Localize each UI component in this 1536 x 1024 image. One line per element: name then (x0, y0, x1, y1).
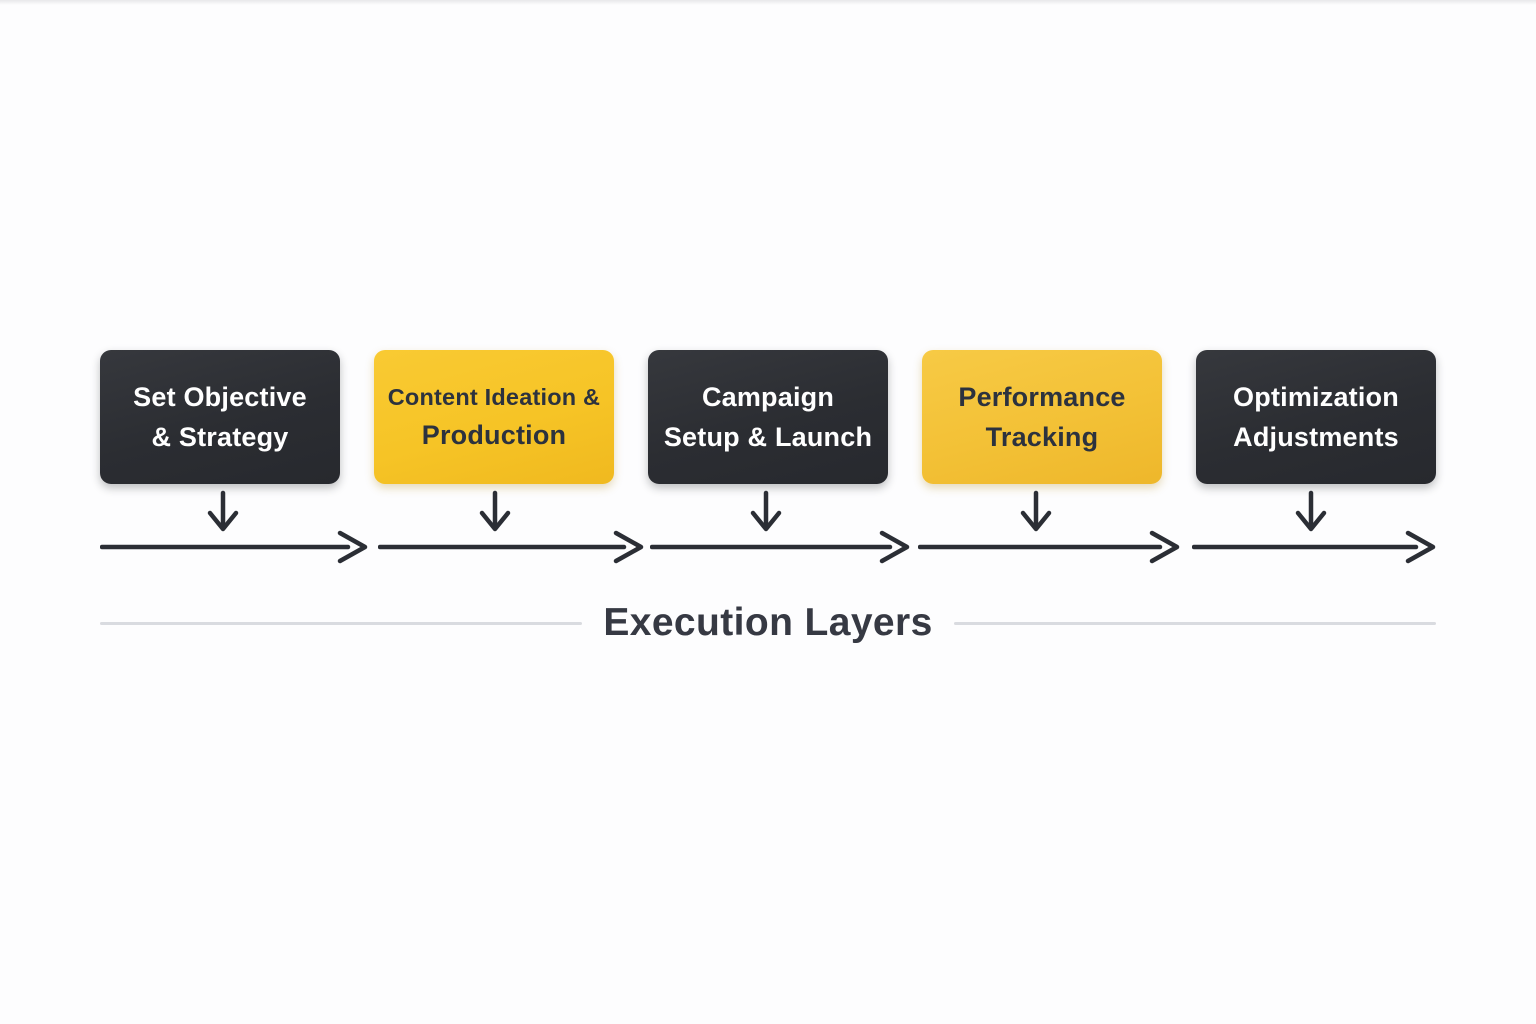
top-edge-artifact (0, 0, 1536, 5)
flow-step-performance-tracking: Performance Tracking (922, 350, 1162, 484)
down-arrow-icon (479, 490, 511, 532)
flow-step-set-objective-strategy: Set Objective & Strategy (100, 350, 340, 484)
flow-step-campaign-setup-launch: Campaign Setup & Launch (648, 350, 888, 484)
forward-arrow-icon (650, 530, 910, 564)
down-arrow-icon (207, 490, 239, 532)
forward-arrow-icon (918, 530, 1180, 564)
flow-step-content-ideation-production: Content Ideation & Production (374, 350, 614, 484)
step-label-line: Campaign (701, 381, 835, 412)
step-label-line: Content Ideation & (387, 383, 601, 410)
flow-steps-row: Set Objective & Strategy Content Ideatio… (100, 350, 1436, 484)
section-title-row: Execution Layers (100, 598, 1436, 648)
title-right-divider (953, 621, 1436, 625)
step-label-line: Adjustments (1233, 422, 1399, 452)
flow-step-optimization-adjustments: Optimization Adjustments (1196, 350, 1436, 484)
down-arrow-icon (1295, 490, 1327, 532)
down-arrow-icon (1020, 490, 1052, 532)
section-title: Execution Layers (603, 601, 933, 644)
title-left-divider (100, 621, 583, 625)
step-label-line: & Strategy (151, 422, 289, 452)
step-label-line: Production (421, 419, 567, 450)
forward-arrow-icon (1192, 530, 1436, 564)
down-arrow-icon (750, 490, 782, 532)
forward-arrow-icon (378, 530, 644, 564)
step-label-line: Performance (958, 381, 1126, 412)
step-label-line: Optimization (1233, 381, 1399, 412)
step-label-line: Set Objective (133, 381, 307, 412)
forward-arrow-icon (100, 530, 368, 564)
step-label-line: Setup & Launch (663, 422, 873, 452)
step-label-line: Tracking (985, 422, 1099, 452)
